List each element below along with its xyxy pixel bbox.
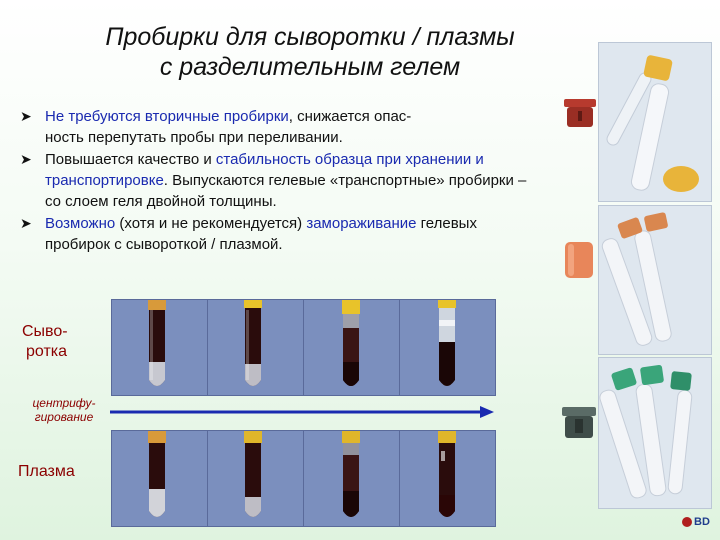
arrow-bullet-icon: ➤ bbox=[20, 151, 32, 167]
bullet-item-3: ➤ Возможно (хотя и не рекомендуется) зам… bbox=[20, 213, 540, 255]
serum-label-line-1: Сыво- bbox=[22, 323, 68, 340]
centrifugation-line-1: центрифу- bbox=[32, 396, 96, 410]
bd-logo-mark-icon bbox=[682, 517, 692, 528]
bullet-2-text-b: . Выпускаются гелевые «транспортные» про… bbox=[45, 172, 527, 210]
page-title: Пробирки для сыворотки / плазмы с раздел… bbox=[40, 22, 580, 82]
bd-logo: BD bbox=[682, 516, 710, 528]
plasma-tube-1 bbox=[148, 431, 166, 517]
bullet-3-text-b: гелевых пробирок с сывороткой / плазмой. bbox=[45, 215, 477, 253]
serum-tube-panel-3 bbox=[303, 299, 400, 396]
serum-tube-1 bbox=[148, 300, 166, 386]
bullet-item-1: ➤ Не требуются вторичные пробирки, снижа… bbox=[20, 106, 540, 148]
plasma-tube-panel-3 bbox=[303, 430, 400, 527]
title-line-1: Пробирки для сыворотки / плазмы bbox=[105, 23, 515, 51]
serum-tube-panel-1 bbox=[111, 299, 208, 396]
plasma-tube-panel-1 bbox=[111, 430, 208, 527]
bullet-1-text-b: ность перепутать пробы при переливании. bbox=[45, 129, 343, 146]
green-tubes-illustration bbox=[599, 364, 693, 499]
serum-tube-4 bbox=[438, 300, 456, 386]
serum-tube-panel-2 bbox=[207, 299, 304, 396]
serum-tube-3 bbox=[342, 300, 360, 386]
yellow-tube-photo bbox=[598, 42, 712, 202]
plasma-tube-2 bbox=[244, 431, 262, 517]
bullet-list: ➤ Не требуются вторичные пробирки, снижа… bbox=[20, 106, 540, 256]
bullet-3-highlight-b: замораживание bbox=[306, 215, 417, 232]
serum-tube-2 bbox=[244, 300, 262, 386]
orange-tubes-illustration bbox=[601, 212, 672, 346]
plasma-tube-4 bbox=[438, 431, 456, 517]
arrow-bullet-icon: ➤ bbox=[20, 215, 32, 231]
bullet-2-highlight-b: хранении и транспортировке bbox=[45, 151, 484, 189]
bullet-2-text-a: Повышается качество и bbox=[45, 151, 216, 168]
yellow-tubes-illustration bbox=[606, 55, 699, 192]
plasma-tube-panel-2 bbox=[207, 430, 304, 527]
red-cap-icon bbox=[564, 99, 596, 127]
plasma-tube-3 bbox=[342, 431, 360, 517]
bullet-2-highlight-a: стабильность образца при bbox=[215, 151, 402, 168]
arrow-bullet-icon: ➤ bbox=[20, 108, 32, 124]
centrifugation-line-2: гирование bbox=[34, 410, 94, 424]
title-line-2: с разделительным гелем bbox=[159, 53, 461, 81]
centrifugation-arrow bbox=[110, 406, 494, 418]
bullet-3-text-a: (хотя и не рекомендуется) bbox=[115, 215, 307, 232]
serum-label: Сыво- ротка bbox=[22, 322, 68, 362]
bullet-1-highlight: Не требуются вторичные пробирки bbox=[45, 108, 289, 125]
plasma-label: Плазма bbox=[18, 463, 75, 480]
bullet-3-highlight-a: Возможно bbox=[45, 215, 116, 232]
orange-cap-icon bbox=[565, 242, 593, 278]
serum-label-line-2: ротка bbox=[26, 343, 68, 360]
serum-tube-panel-4 bbox=[399, 299, 496, 396]
centrifugation-label: центрифу- гирование bbox=[14, 396, 114, 424]
plasma-tube-panel-4 bbox=[399, 430, 496, 527]
orange-tube-photo bbox=[598, 205, 712, 355]
green-tube-photo bbox=[598, 357, 712, 509]
bullet-item-2: ➤ Повышается качество и стабильность обр… bbox=[20, 149, 540, 212]
bd-logo-text: BD bbox=[694, 516, 710, 528]
bullet-1-text-a: , снижается опас- bbox=[288, 108, 412, 125]
gray-cap-icon bbox=[562, 407, 596, 438]
